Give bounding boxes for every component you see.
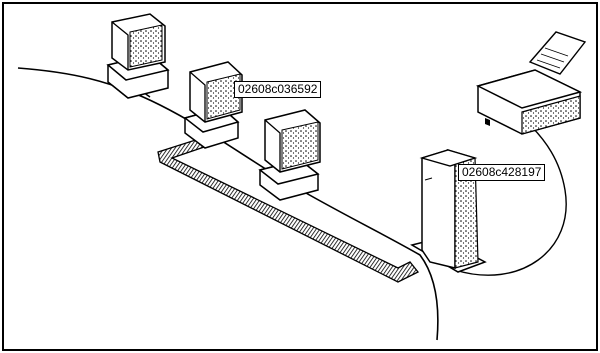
- computer-icon: [185, 62, 242, 148]
- printer-icon: [478, 32, 585, 134]
- workstation-address-label: 02608c036592: [234, 81, 321, 98]
- computer-icon: [260, 110, 320, 200]
- server-address-label: 02608c428197: [458, 164, 545, 181]
- computer-icon: [108, 14, 168, 98]
